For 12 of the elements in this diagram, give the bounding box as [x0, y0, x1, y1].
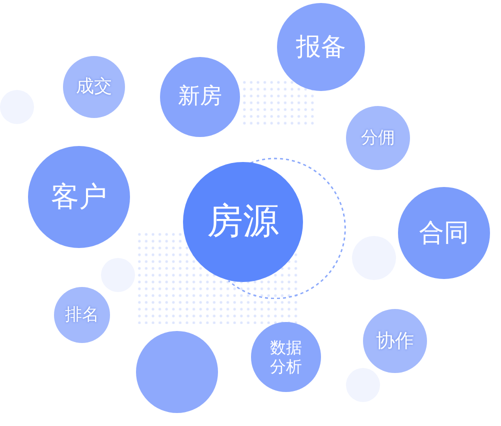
topic-label: 分佣 — [361, 128, 395, 148]
topic-label: 新房 — [178, 84, 222, 110]
empty-circle — [101, 258, 135, 292]
topic-label: 协作 — [376, 330, 414, 352]
topic-label: 数据分析 — [269, 338, 303, 376]
empty-circle — [346, 368, 380, 402]
topic-label: 客户 — [51, 180, 107, 214]
topic-label: 房源 — [207, 200, 279, 244]
topic-label: 报备 — [296, 32, 346, 62]
topic-label: 排名 — [65, 304, 99, 326]
topic-label: 成交 — [76, 76, 112, 98]
topic-label: 合同 — [419, 218, 469, 248]
